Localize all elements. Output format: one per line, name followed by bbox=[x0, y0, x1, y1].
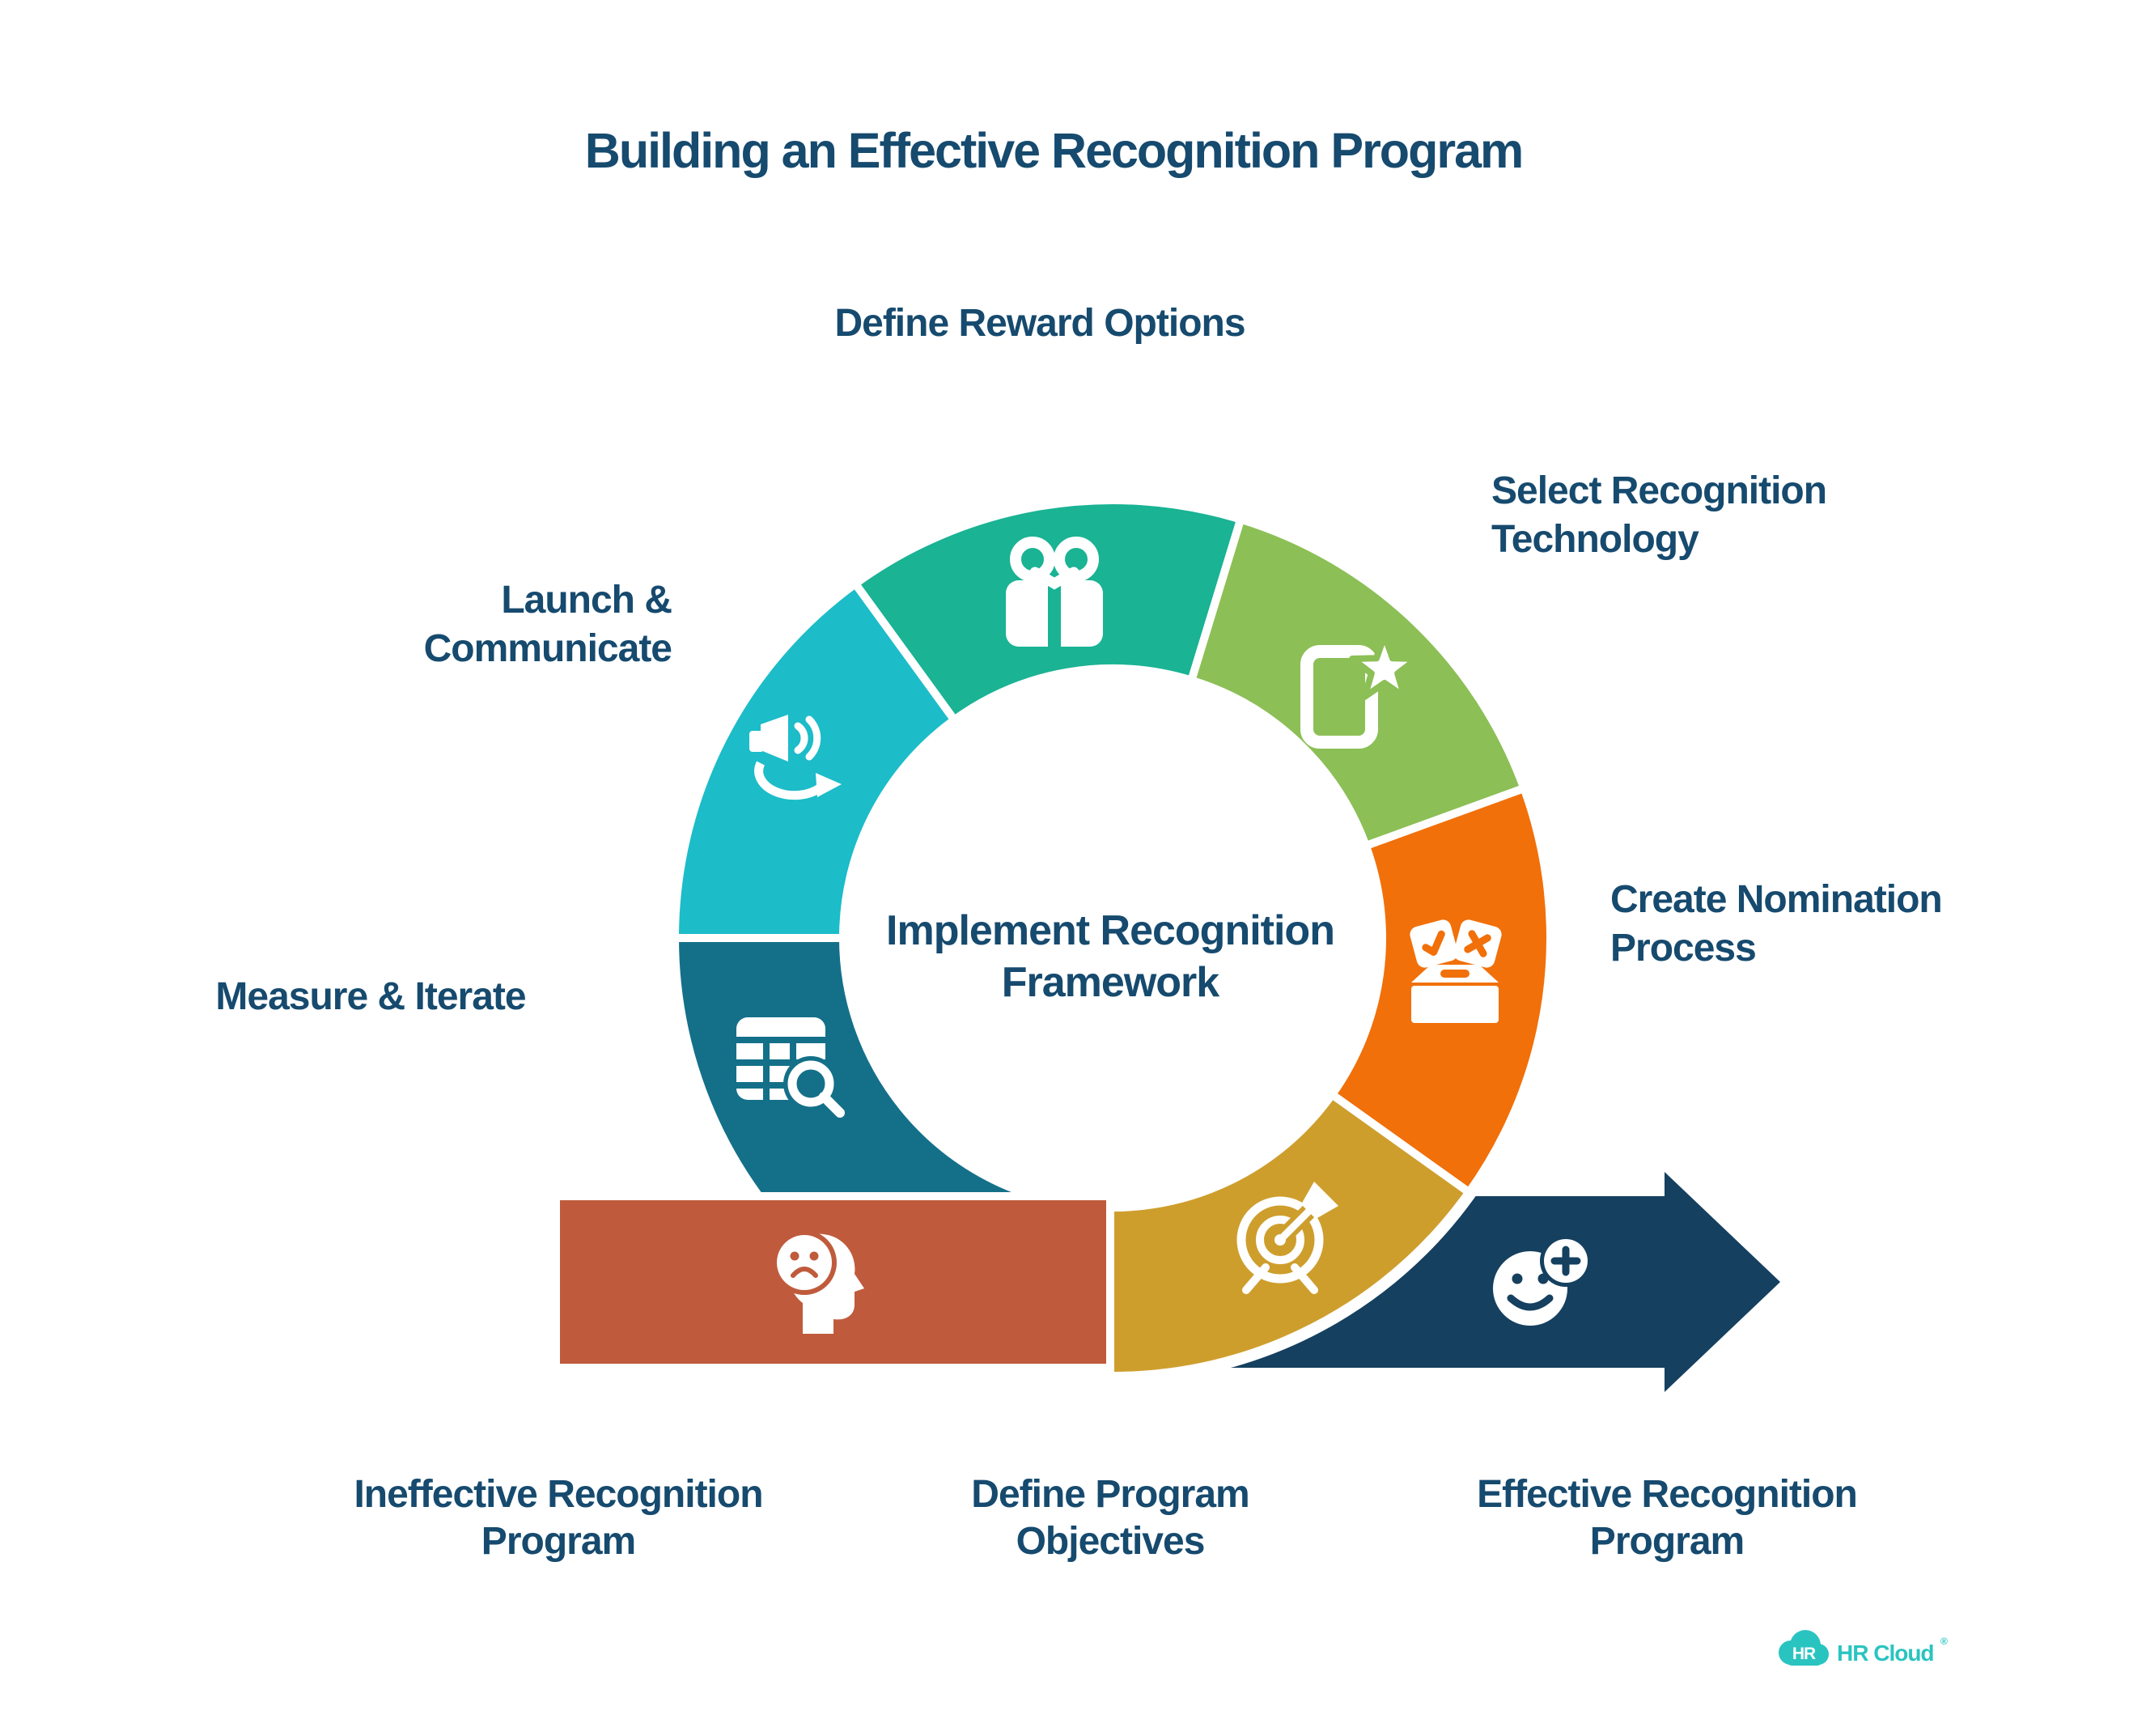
svg-text:Define Program: Define Program bbox=[971, 1473, 1249, 1516]
band-cleanup bbox=[0, 1368, 1113, 1395]
segment-launch-communicate bbox=[670, 578, 961, 942]
svg-text:Technology: Technology bbox=[1491, 518, 1699, 561]
label-create-nomination-process: Create Nomination Process bbox=[1610, 878, 1943, 970]
center-label: Implement Recognition Framework bbox=[886, 907, 1335, 1006]
svg-text:Create Nomination: Create Nomination bbox=[1610, 878, 1942, 921]
svg-text:Communicate: Communicate bbox=[424, 627, 672, 670]
svg-text:Select Recognition: Select Recognition bbox=[1491, 469, 1826, 512]
target-icon bbox=[1236, 1182, 1338, 1294]
segment-select-recognition-technology bbox=[1186, 514, 1529, 851]
sad-head-icon bbox=[772, 1230, 864, 1334]
logo-wordmark: HR Cloud bbox=[1837, 1640, 1934, 1666]
smiley-plus-icon bbox=[1493, 1235, 1592, 1326]
label-define-program-objectives: Define Program Objectives bbox=[971, 1473, 1249, 1563]
label-measure-iterate: Measure & Iterate bbox=[215, 975, 525, 1018]
svg-text:Launch &: Launch & bbox=[501, 579, 672, 622]
cloud-icon bbox=[1779, 1630, 1829, 1666]
gift-icon bbox=[1006, 537, 1103, 647]
logo-badge-text: HR bbox=[1792, 1645, 1816, 1663]
label-ineffective-recognition-program: Ineffective Recognition Program bbox=[354, 1473, 763, 1563]
hrcloud-logo: HR HR Cloud ® bbox=[1779, 1630, 1949, 1666]
tail-arrow-separator bbox=[1096, 1155, 1499, 1384]
label-launch-communicate: Launch & Communicate bbox=[424, 579, 673, 670]
megaphone-icon bbox=[749, 715, 842, 800]
label-effective-recognition-program: Effective Recognition Program bbox=[1477, 1473, 1858, 1563]
label-define-reward-options: Define Reward Options bbox=[834, 302, 1245, 345]
svg-text:Implement Recognition: Implement Recognition bbox=[886, 907, 1334, 954]
logo-trademark: ® bbox=[1940, 1636, 1948, 1647]
page-title: Building an Effective Recognition Progra… bbox=[585, 123, 1522, 178]
donut-hole bbox=[843, 669, 1382, 1208]
svg-text:Objectives: Objectives bbox=[1016, 1520, 1205, 1563]
svg-text:Ineffective Recognition: Ineffective Recognition bbox=[354, 1473, 762, 1516]
table-search-icon bbox=[736, 1017, 845, 1118]
ballot-box-icon bbox=[1410, 919, 1502, 1023]
label-select-recognition-technology: Select Recognition Technology bbox=[1491, 469, 1827, 561]
svg-text:Effective Recognition: Effective Recognition bbox=[1477, 1473, 1857, 1516]
svg-text:Program: Program bbox=[1590, 1520, 1744, 1563]
phone-star-icon bbox=[1300, 632, 1420, 749]
svg-text:Framework: Framework bbox=[1002, 959, 1220, 1006]
svg-text:Program: Program bbox=[481, 1520, 635, 1563]
svg-text:Process: Process bbox=[1610, 927, 1756, 970]
